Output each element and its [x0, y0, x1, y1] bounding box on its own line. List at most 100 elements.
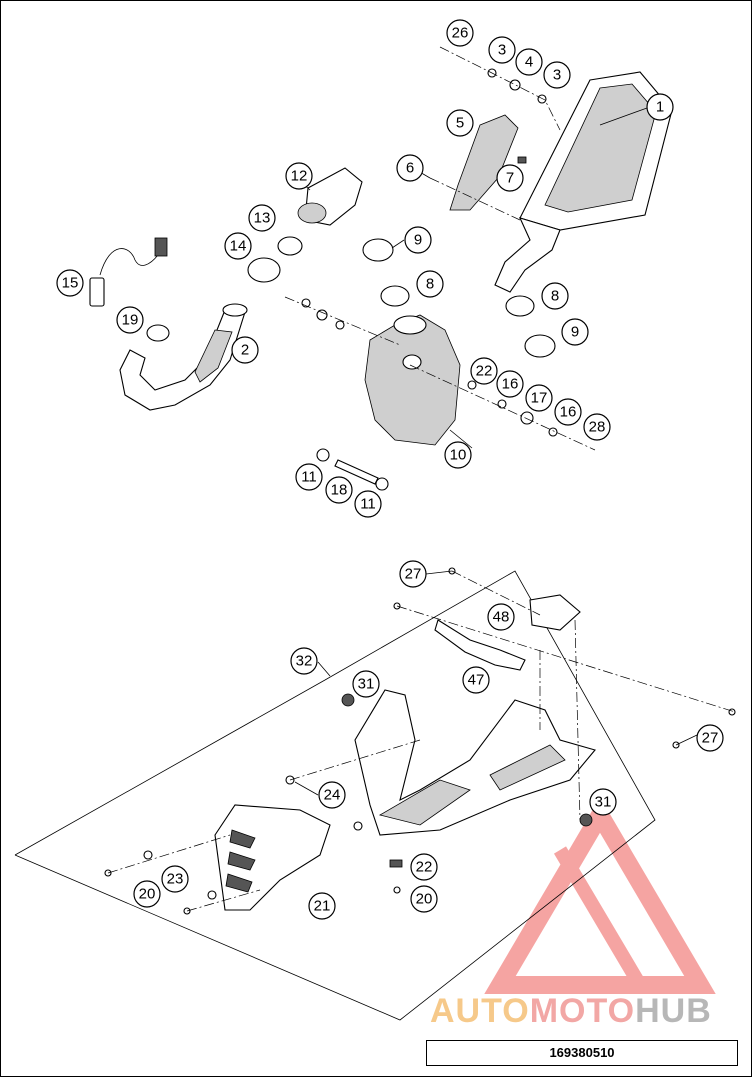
- callout-22: 22: [470, 357, 498, 385]
- svg-text:27: 27: [405, 566, 422, 583]
- callout-11: 11: [295, 463, 323, 491]
- svg-text:48: 48: [493, 609, 510, 626]
- svg-text:31: 31: [595, 794, 612, 811]
- callout-2: 2: [231, 336, 259, 364]
- svg-text:22: 22: [416, 859, 433, 876]
- svg-text:10: 10: [450, 447, 467, 464]
- skid-plate: [354, 689, 596, 836]
- silencer: [494, 71, 673, 293]
- callout-32: 32: [290, 647, 318, 675]
- callout-12: 12: [285, 162, 313, 190]
- svg-text:4: 4: [525, 54, 533, 71]
- svg-text:6: 6: [406, 160, 414, 177]
- svg-text:1: 1: [656, 99, 664, 116]
- clamp-9b: [524, 334, 556, 358]
- callout-9: 9: [404, 226, 432, 254]
- callout-10: 10: [444, 441, 472, 469]
- svg-text:12: 12: [291, 168, 308, 185]
- svg-text:8: 8: [426, 276, 434, 293]
- callout-7: 7: [496, 164, 524, 192]
- svg-text:7: 7: [506, 170, 514, 187]
- callout-26: 26: [446, 19, 474, 47]
- watermark-text: AUTOMOTOHUB: [430, 992, 712, 1030]
- svg-text:15: 15: [62, 275, 79, 292]
- callout-4: 4: [515, 48, 543, 76]
- callout-47: 47: [462, 666, 490, 694]
- drawing-number: 169380510: [426, 1040, 738, 1066]
- svg-text:20: 20: [416, 891, 433, 908]
- callout-5: 5: [446, 109, 474, 137]
- manifold-connector: [297, 167, 363, 226]
- svg-text:19: 19: [122, 312, 139, 329]
- callout-31: 31: [352, 670, 380, 698]
- svg-text:9: 9: [571, 324, 579, 341]
- svg-text:11: 11: [360, 496, 376, 513]
- callout-23: 23: [161, 865, 189, 893]
- gasket-8a: [380, 285, 410, 307]
- assembly-lines-upper: [284, 46, 596, 451]
- callout-17: 17: [525, 384, 553, 412]
- callout-8: 8: [541, 282, 569, 310]
- watermark-logo: [484, 797, 716, 994]
- callout-20: 20: [410, 885, 438, 913]
- clamp-14: [247, 257, 281, 283]
- svg-text:18: 18: [331, 482, 348, 499]
- callout-21: 21: [308, 892, 336, 920]
- clamp-9a: [362, 238, 394, 262]
- callout-19: 19: [116, 306, 144, 334]
- svg-text:3: 3: [498, 42, 506, 59]
- svg-text:5: 5: [456, 115, 464, 132]
- svg-text:31: 31: [358, 676, 375, 693]
- svg-text:24: 24: [324, 787, 341, 804]
- callout-24: 24: [318, 781, 346, 809]
- svg-text:22: 22: [476, 363, 493, 380]
- callout-14: 14: [224, 232, 252, 260]
- svg-text:20: 20: [139, 886, 156, 903]
- callout-20: 20: [133, 880, 161, 908]
- svg-text:3: 3: [553, 67, 561, 84]
- callout-3: 3: [543, 61, 571, 89]
- svg-text:23: 23: [167, 871, 184, 888]
- svg-text:17: 17: [531, 390, 548, 407]
- svg-text:16: 16: [502, 376, 519, 393]
- callout-31: 31: [589, 788, 617, 816]
- gasket-13: [277, 236, 303, 256]
- svg-text:16: 16: [560, 404, 577, 421]
- bushing-31b: [579, 813, 593, 827]
- callout-48: 48: [487, 603, 515, 631]
- svg-text:13: 13: [254, 210, 271, 227]
- assembly-lines-lower: [107, 570, 736, 912]
- callout-15: 15: [56, 269, 84, 297]
- svg-text:26: 26: [452, 25, 469, 42]
- bushing-31a: [341, 693, 355, 707]
- svg-text:8: 8: [551, 288, 559, 305]
- callout-11: 11: [354, 490, 382, 518]
- svg-text:28: 28: [589, 419, 606, 436]
- callout-6: 6: [396, 154, 424, 182]
- callout-27: 27: [399, 560, 427, 588]
- callout-16: 16: [554, 398, 582, 426]
- side-guard: [214, 804, 331, 911]
- callout-16: 16: [496, 370, 524, 398]
- callout-27: 27: [696, 724, 724, 752]
- callout-3: 3: [488, 36, 516, 64]
- gasket-19: [146, 324, 170, 342]
- svg-text:2: 2: [241, 342, 249, 359]
- callout-18: 18: [325, 476, 353, 504]
- svg-text:11: 11: [301, 469, 317, 486]
- svg-text:32: 32: [296, 653, 313, 670]
- heat-shield-small: [449, 114, 519, 211]
- callout-9: 9: [561, 318, 589, 346]
- callout-28: 28: [583, 413, 611, 441]
- svg-text:27: 27: [702, 730, 719, 747]
- lambda-sensor: [89, 237, 168, 307]
- svg-text:14: 14: [230, 238, 247, 255]
- callout-8: 8: [416, 270, 444, 298]
- bracket-47: [434, 619, 526, 671]
- bracket-48: [529, 594, 581, 631]
- header-pipe: [119, 303, 248, 411]
- svg-text:21: 21: [314, 898, 331, 915]
- svg-text:9: 9: [414, 232, 422, 249]
- callout-13: 13: [248, 204, 276, 232]
